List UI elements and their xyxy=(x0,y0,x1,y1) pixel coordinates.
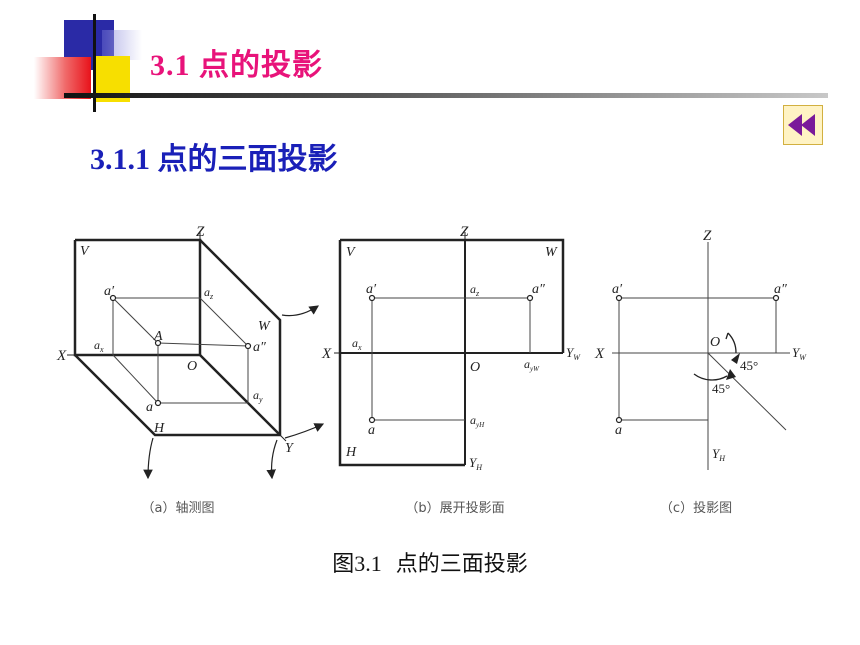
logo-vertical-line xyxy=(93,14,96,112)
label-angle-45-upper: 45° xyxy=(740,358,758,373)
panel-a-caption: （a）轴测图 xyxy=(142,501,215,516)
label-az: az xyxy=(470,282,480,298)
label-v: V xyxy=(346,245,356,260)
label-yw: YW xyxy=(566,345,581,362)
label-v: V xyxy=(80,244,90,259)
caption-prefix: 图 xyxy=(332,552,355,577)
label-o: O xyxy=(470,360,480,375)
label-w: W xyxy=(258,319,271,334)
double-left-arrow-icon xyxy=(788,114,815,136)
label-o: O xyxy=(710,335,720,350)
label-x: X xyxy=(594,346,605,362)
label-yh: YH xyxy=(712,446,726,463)
panel-c-caption: （c）投影图 xyxy=(660,500,732,516)
logo-fade-block xyxy=(102,30,142,60)
label-ayh: ayH xyxy=(470,413,485,429)
label-z: Z xyxy=(703,228,712,244)
panel-c-projection: Z X O YW YH a′ a″ a 45° 45° （c）投影图 xyxy=(594,228,807,516)
panel-b-unfolded: Z V W X O H YW YH a′ a″ a ax az ayW ayH … xyxy=(321,224,581,516)
label-a-prime: a′ xyxy=(366,282,377,297)
label-yh: YH xyxy=(469,455,483,472)
label-a: a xyxy=(615,423,622,438)
label-ax: ax xyxy=(94,338,104,354)
label-z: Z xyxy=(196,224,205,240)
label-o: O xyxy=(187,359,197,374)
panel-a-axonometric: Z V X O W H Y A a′ a″ a ax az ay （a）轴测图 xyxy=(56,224,325,516)
header-rule xyxy=(64,93,828,98)
label-ay: ay xyxy=(253,388,263,404)
label-h: H xyxy=(345,445,357,460)
figure-caption: 图3.1 点的三面投影 xyxy=(0,546,860,578)
label-x: X xyxy=(321,346,332,362)
logo-red-square xyxy=(34,57,91,99)
label-a-double-prime: a″ xyxy=(253,340,266,355)
label-a: a xyxy=(146,400,153,415)
label-a-prime: a′ xyxy=(104,284,115,299)
caption-number: 3.1 xyxy=(354,551,382,576)
label-a-double-prime: a″ xyxy=(774,282,787,297)
back-button[interactable] xyxy=(783,105,823,145)
header-title: 3.1 点的投影 xyxy=(150,49,323,82)
label-a: a xyxy=(368,423,375,438)
label-z: Z xyxy=(460,224,469,240)
label-x: X xyxy=(56,348,67,364)
label-ax: ax xyxy=(352,336,362,352)
label-point-a: A xyxy=(153,329,163,344)
label-h: H xyxy=(153,421,165,436)
caption-text: 点的三面投影 xyxy=(381,552,528,577)
panel-b-caption: （b）展开投影面 xyxy=(405,500,504,516)
section-subtitle: 3.1.1 点的三面投影 xyxy=(90,143,338,176)
label-ayw: ayW xyxy=(524,357,540,373)
label-a-double-prime: a″ xyxy=(532,282,545,297)
label-y: Y xyxy=(285,441,295,456)
label-yw: YW xyxy=(792,345,807,362)
label-a-prime: a′ xyxy=(612,282,623,297)
label-angle-45-lower: 45° xyxy=(712,381,730,396)
label-w: W xyxy=(545,245,558,260)
label-az: az xyxy=(204,285,214,301)
